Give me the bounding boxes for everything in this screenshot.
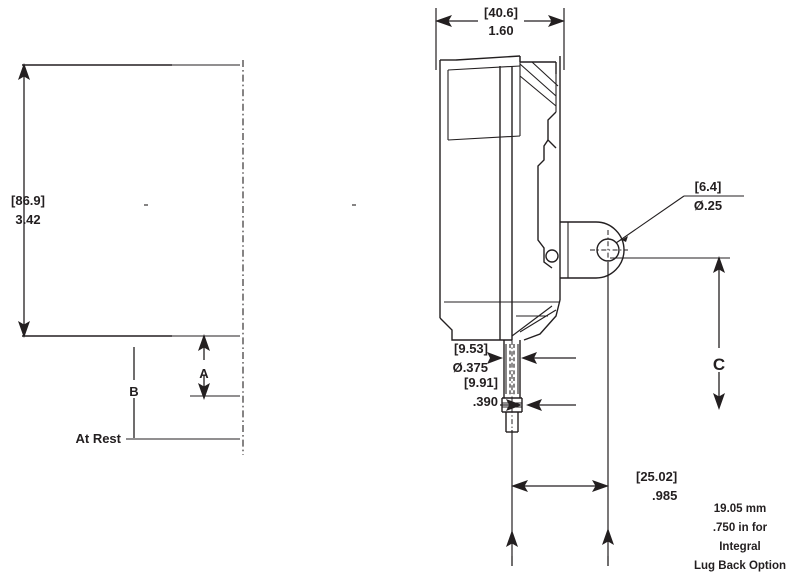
note-line-2: .750 in for [713, 522, 768, 534]
body-chamfer-diagonal-1 [519, 63, 557, 97]
offset-arrow-right [592, 480, 609, 492]
offset-left-lower-arrow [506, 530, 518, 547]
body-cap-top-line [447, 65, 521, 71]
left-view-group: [86.9] 3.42 B A At Rest [11, 60, 356, 455]
overall-height-metric-label: [86.9] [11, 193, 45, 208]
thread-dim-arrow-right [526, 399, 542, 411]
thread-metric-label: [9.91] [464, 375, 498, 390]
body-profile-notch-upper [547, 111, 557, 149]
dim-a-label: A [199, 366, 209, 381]
lug-hole-leader-line [615, 195, 685, 244]
body-bottom-diagonal-2 [511, 305, 553, 337]
dim-b-label: B [129, 384, 138, 399]
dim-a-arrow-bottom [198, 383, 210, 400]
dim-c-arrow-top [713, 256, 725, 273]
thread-dim-arrow [506, 399, 522, 411]
outlet-imperial-label: Ø.375 [453, 360, 488, 375]
offset-right-lower-arrow [602, 528, 614, 545]
overall-height-arrow-top [18, 63, 30, 80]
body-bottom-diagonal-1 [519, 309, 557, 333]
at-rest-label: At Rest [75, 431, 121, 446]
offset-metric-label: [25.02] [636, 469, 677, 484]
body-cap-bottom-line [447, 135, 521, 141]
dim-c-label: C [713, 355, 725, 374]
note-line-1: 19.05 mm [714, 503, 766, 515]
lug-hole-leader-arrow [616, 236, 628, 243]
width-imperial-label: 1.60 [488, 23, 513, 38]
offset-arrow-left [511, 480, 528, 492]
note-block: 19.05 mm .750 in for Integral Lug Back O… [694, 503, 786, 572]
overall-height-imperial-label: 3.42 [15, 212, 40, 227]
body-top-slope [455, 55, 521, 61]
offset-imperial-label: .985 [652, 488, 677, 503]
body-profile-boss-circle [545, 249, 559, 263]
body-bottom-left-taper [439, 317, 512, 341]
dim-a-arrow-top [198, 334, 210, 351]
thread-imperial-label: .390 [473, 394, 498, 409]
lug-hole-metric-label: [6.4] [695, 179, 722, 194]
dim-c-arrow-bottom [713, 393, 725, 410]
note-line-4: Lug Back Option [694, 560, 786, 572]
outlet-metric-label: [9.53] [454, 341, 488, 356]
body-profile-contour [537, 139, 553, 269]
outlet-arrow-left [487, 352, 503, 364]
width-arrow-right [548, 15, 565, 27]
body-bottom-right-taper [523, 299, 561, 341]
width-metric-label: [40.6] [484, 5, 518, 20]
body-chamfer-diagonal-3 [519, 75, 557, 107]
width-arrow-left [435, 15, 452, 27]
lug-hole-imperial-label: Ø.25 [694, 198, 722, 213]
outlet-arrow-right [521, 352, 537, 364]
body-chamfer-diagonal-2 [531, 61, 559, 87]
overall-height-arrow-bottom [18, 321, 30, 338]
note-line-3: Integral [719, 541, 761, 553]
right-view-group: [40.6] 1.60 [435, 5, 744, 566]
